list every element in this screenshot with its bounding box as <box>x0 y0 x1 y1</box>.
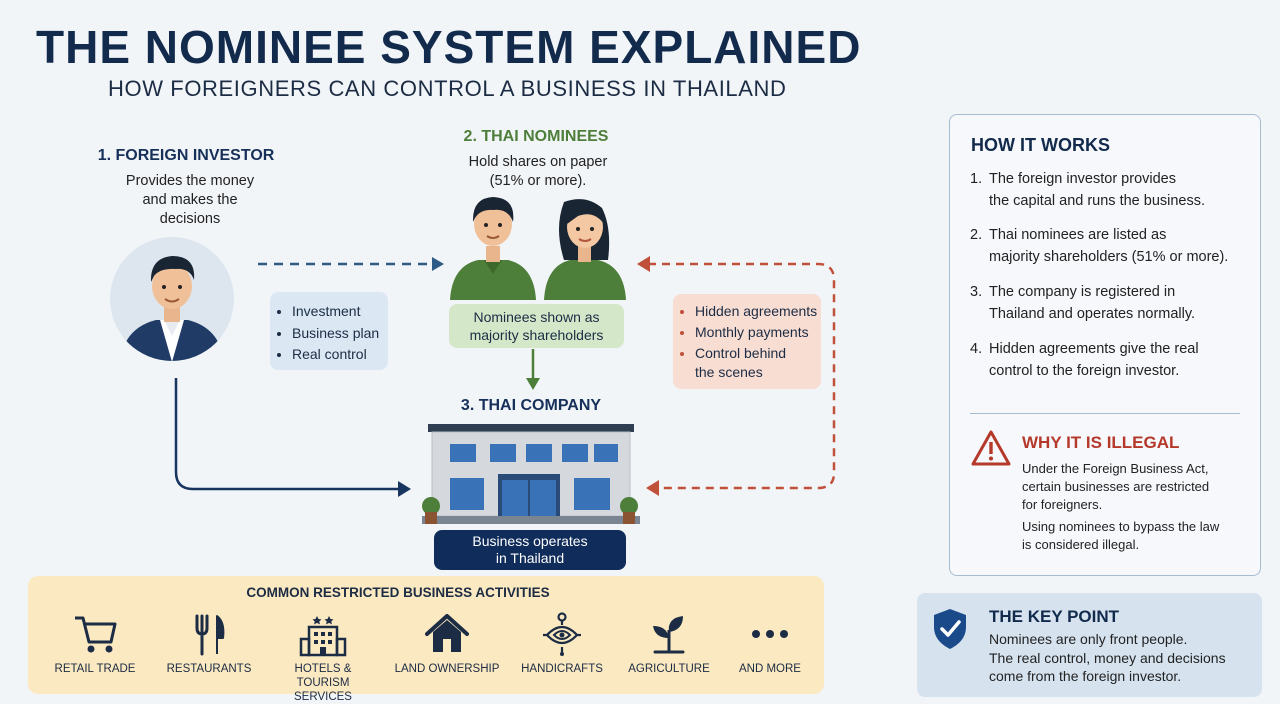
page-subtitle: HOW FOREIGNERS CAN CONTROL A BUSINESS IN… <box>108 76 787 101</box>
activity-label-line: TOURISM SERVICES <box>294 677 352 703</box>
illegal-title: WHY IT IS ILLEGAL <box>1022 433 1180 452</box>
operates-line: Business operates <box>472 533 588 549</box>
arrow-hidden-control <box>648 262 836 490</box>
key-line: The real control, money and decisions <box>989 649 1226 666</box>
activity-retail: RETAIL TRADE <box>40 610 150 676</box>
how-title: HOW IT WORKS <box>971 135 1110 155</box>
activity-label-line: HOTELS & <box>294 663 352 675</box>
activity-handicrafts: HANDICRAFTS <box>507 610 617 676</box>
investor-item: Real control <box>292 344 388 366</box>
activity-hotels: HOTELS & TOURISM SERVICES <box>268 610 378 704</box>
key-point-title: THE KEY POINT <box>989 607 1120 626</box>
page-title: THE NOMINEE SYSTEM EXPLAINED <box>36 21 862 73</box>
activity-more: AND MORE <box>715 610 825 676</box>
step-line: The foreign investor provides <box>989 171 1176 187</box>
hidden-item: Hidden agreements <box>695 302 821 321</box>
activity-agriculture: AGRICULTURE <box>614 610 724 676</box>
nominees-illustration <box>450 197 626 300</box>
how-step: 3. The company is registered in Thailand a… <box>970 281 1250 325</box>
company-label: 3. THAI COMPANY <box>460 397 602 414</box>
investor-item: Investment <box>292 301 388 323</box>
arrow-head-hidden-to-nominees <box>637 256 650 272</box>
fork-knife-icon <box>195 614 225 656</box>
hidden-agreements-box: Hidden agreements Monthly payments Contr… <box>673 294 821 389</box>
step-line: the capital and runs the business. <box>989 193 1206 209</box>
warning-icon <box>971 430 1011 466</box>
nominees-label: 2. THAI NOMINEES <box>463 128 609 145</box>
activity-label: RETAIL TRADE <box>54 663 136 675</box>
activity-label: LAND OWNERSHIP <box>394 663 500 675</box>
company-building-icon <box>422 424 640 524</box>
plant-icon <box>653 616 685 654</box>
investor-label: 1. FOREIGN INVESTOR <box>97 147 275 164</box>
activity-land: LAND OWNERSHIP <box>392 610 502 676</box>
restricted-activities-panel: COMMON RESTRICTED BUSINESS ACTIVITIES RE… <box>28 576 825 703</box>
activity-label: HANDICRAFTS <box>521 663 603 675</box>
activity-label: AND MORE <box>739 663 801 675</box>
illegal-line: Under the Foreign Business Act, <box>1022 461 1209 476</box>
more-dots-icon <box>752 630 788 638</box>
arrow-head-investor-to-nominees <box>432 257 444 271</box>
key-point-panel: THE KEY POINT Nominees are only front pe… <box>917 593 1262 697</box>
how-step: 2. Thai nominees are listed as majority sh… <box>970 224 1250 268</box>
illegal-line: for foreigners. <box>1022 497 1103 512</box>
activity-label: AGRICULTURE <box>628 663 710 675</box>
investor-description: Provides the money and makes the decisio… <box>90 172 290 229</box>
nominees-box-line: Nominees shown as <box>473 309 600 325</box>
investor-contribution-box: Investment Business plan Real control <box>270 292 388 370</box>
step-line: The company is registered in <box>989 284 1176 300</box>
key-line: Nominees are only front people. <box>989 631 1188 647</box>
hidden-item: Monthly payments <box>695 323 821 342</box>
how-step: 1. The foreign investor provides the capit… <box>970 168 1250 212</box>
step-number: 1. <box>970 171 983 187</box>
step-line: majority shareholders (51% or more). <box>989 249 1229 265</box>
arrow-investor-to-company <box>174 378 400 491</box>
step-line: Hidden agreements give the real <box>989 341 1199 357</box>
illegal-paragraph: Under the Foreign Business Act, certain … <box>1022 460 1242 514</box>
activity-label: RESTAURANTS <box>166 663 252 675</box>
house-icon <box>425 614 469 652</box>
step-number: 3. <box>970 284 983 300</box>
arrow-head-nominees-to-company <box>526 378 540 390</box>
activity-restaurants: RESTAURANTS <box>154 610 264 676</box>
hotel-icon <box>299 616 347 657</box>
restricted-title: COMMON RESTRICTED BUSINESS ACTIVITIES <box>246 585 550 600</box>
shopping-cart-icon <box>75 616 117 653</box>
activity-label: HOTELS & TOURISM SERVICES <box>268 662 378 704</box>
how-it-works-panel: HOW IT WORKS 1. The foreign investor prov… <box>949 114 1261 576</box>
handicraft-icon <box>543 612 581 656</box>
investor-desc-line: and makes the <box>142 192 238 208</box>
investor-item: Business plan <box>292 323 388 345</box>
investor-avatar <box>110 237 234 361</box>
nominees-description: Hold shares on paper (51% or more). <box>438 153 638 191</box>
step-line: control to the foreign investor. <box>989 363 1180 379</box>
step-number: 2. <box>970 227 983 243</box>
step-number: 4. <box>970 341 983 357</box>
nominees-desc-line: (51% or more). <box>489 173 587 189</box>
illegal-line: Using nominees to bypass the law <box>1022 519 1220 534</box>
arrow-head-hidden-to-company <box>646 480 659 496</box>
step-line: Thai nominees are listed as <box>989 227 1167 243</box>
investor-desc-line: decisions <box>159 211 221 227</box>
nominees-shareholder-box: Nominees shown as majority shareholders <box>449 304 624 348</box>
investor-desc-line: Provides the money <box>125 173 255 189</box>
step-line: Thailand and operates normally. <box>989 306 1196 322</box>
business-operates-box: Business operates in Thailand <box>434 530 626 570</box>
illegal-line: is considered illegal. <box>1022 537 1140 552</box>
key-point-text: Nominees are only front people. The real… <box>989 630 1249 686</box>
shield-check-icon <box>934 609 966 649</box>
how-divider <box>970 413 1240 414</box>
operates-line: in Thailand <box>495 550 565 566</box>
illegal-paragraph: Using nominees to bypass the law is cons… <box>1022 518 1242 554</box>
illegal-line: certain businesses are restricted <box>1022 479 1210 494</box>
key-line: come from the foreign investor. <box>989 668 1182 684</box>
how-step: 4. Hidden agreements give the real control… <box>970 338 1250 382</box>
nominees-desc-line: Hold shares on paper <box>468 154 608 170</box>
hidden-item: Control behind the scenes <box>695 344 805 382</box>
arrow-head-investor-to-company <box>398 481 411 497</box>
nominees-box-line: majority shareholders <box>469 327 604 343</box>
